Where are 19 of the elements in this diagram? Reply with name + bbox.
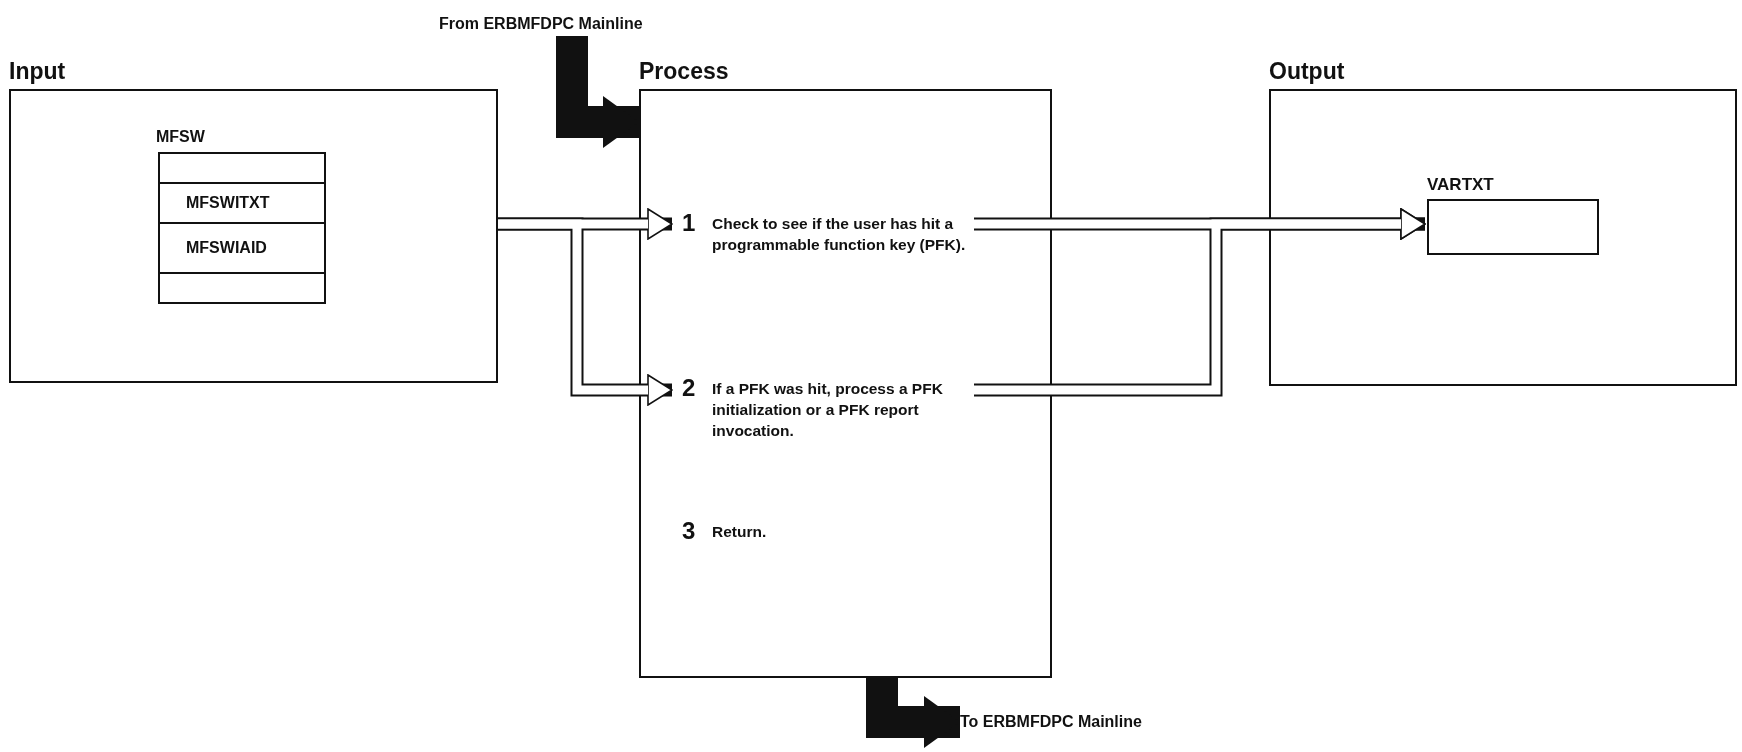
- hollow-data-arrow: [498, 217, 673, 406]
- step-text: Check to see if the user has hit a programmable function key (PFK).: [712, 214, 967, 255]
- bent-flow-arrow: [556, 36, 639, 148]
- bent-flow-arrow: [866, 678, 960, 748]
- flow-label: From ERBMFDPC Mainline: [439, 14, 644, 34]
- control-block-name: MFSW: [156, 128, 205, 146]
- flow-label: To ERBMFDPC Mainline: [960, 712, 1143, 732]
- step-text: If a PFK was hit, process a PFK initialization or a PFK report invocation.: [712, 379, 944, 441]
- section-heading: Input: [9, 58, 66, 85]
- section-heading: Output: [1269, 58, 1345, 85]
- field-row: MFSWIAID: [158, 222, 326, 274]
- step-number: 1: [682, 209, 696, 237]
- section-heading: Process: [639, 58, 729, 85]
- step-number: 2: [682, 374, 696, 402]
- hollow-data-arrow: [974, 208, 1426, 397]
- field-row: MFSWITXT: [158, 182, 326, 224]
- step-number: 3: [682, 517, 696, 545]
- step-text: Return.: [712, 522, 768, 542]
- data-area-name: VARTXT: [1427, 175, 1494, 195]
